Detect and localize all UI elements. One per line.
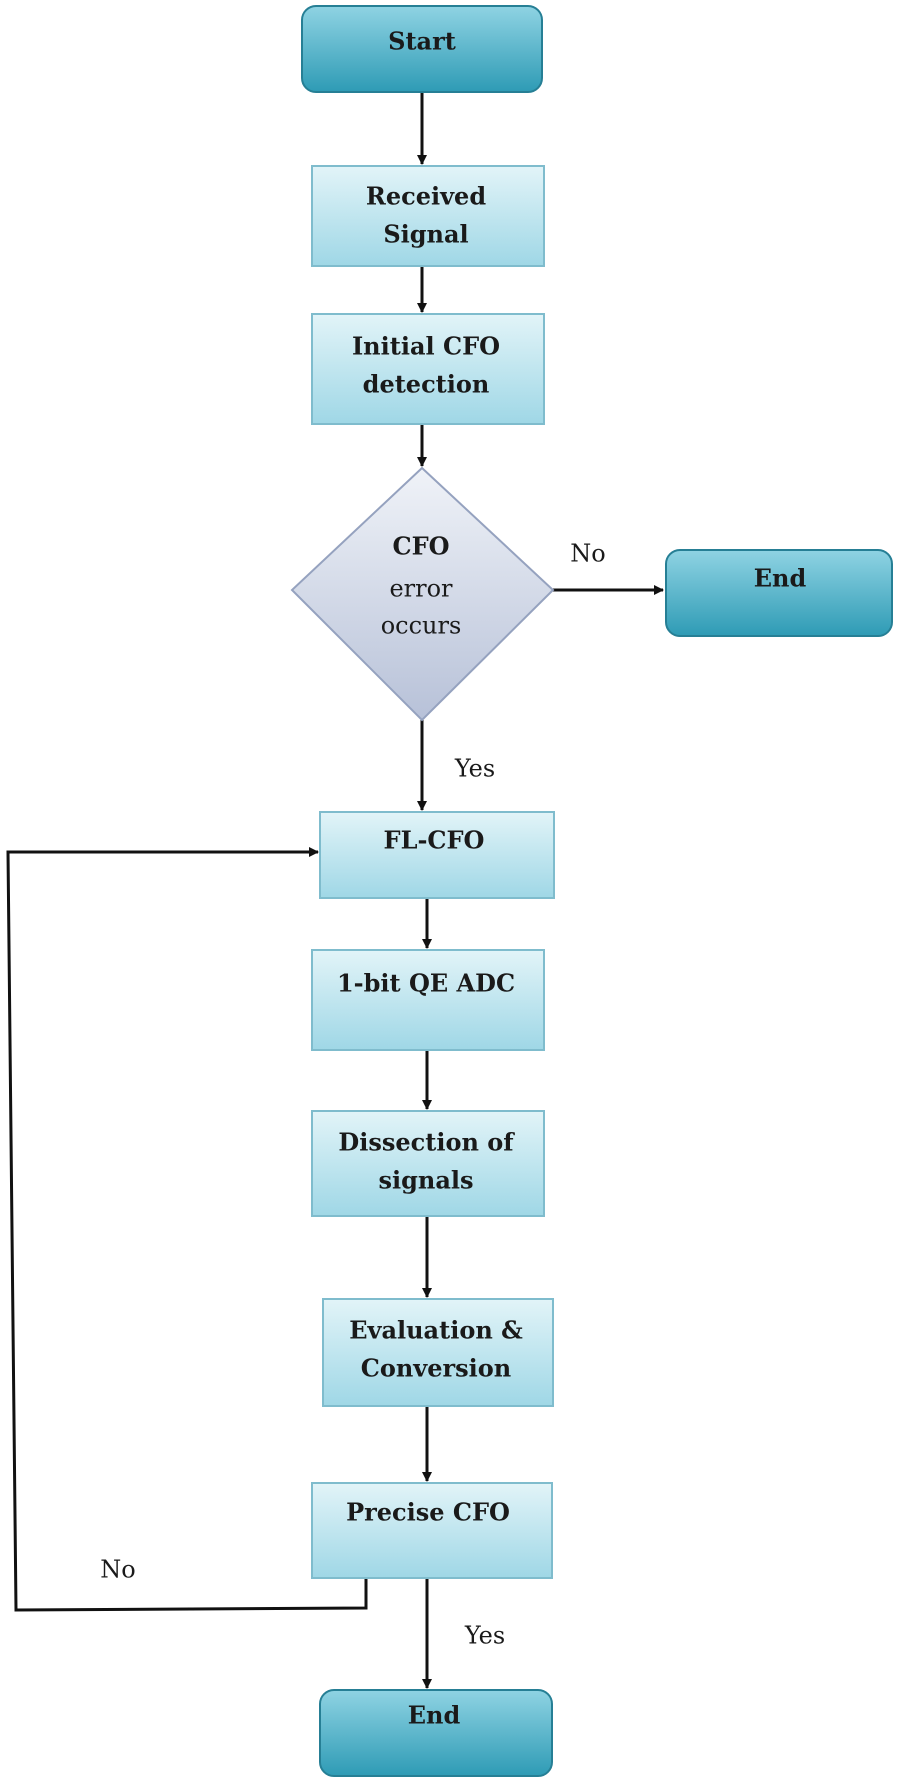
- edge-precise-loop-back: [6, 847, 368, 1612]
- node-start: Start: [301, 5, 543, 93]
- evaluation-line1: Evaluation &: [349, 1316, 523, 1345]
- node-evaluation: Evaluation & Conversion: [322, 1298, 554, 1407]
- precise-cfo-label: Precise CFO: [346, 1498, 510, 1527]
- process-shape: [322, 1298, 554, 1407]
- decision-line3: occurs: [381, 612, 462, 640]
- node-initial-cfo: Initial CFO detection: [311, 313, 545, 425]
- process-shape: [311, 313, 545, 425]
- terminal-shape: [301, 5, 543, 93]
- node-decision-cfo-error: CFO error occurs: [290, 466, 555, 722]
- process-shape: [311, 1482, 553, 1579]
- received-signal-line1: Received: [366, 182, 486, 211]
- fl-cfo-label: FL-CFO: [384, 826, 485, 855]
- received-signal-line2: Signal: [383, 220, 468, 249]
- process-shape: [311, 949, 545, 1051]
- evaluation-line2: Conversion: [361, 1354, 512, 1383]
- terminal-shape: [665, 549, 893, 637]
- end-right-label: End: [754, 564, 807, 593]
- node-end-right: End: [665, 549, 893, 637]
- dissection-line2: signals: [378, 1166, 473, 1195]
- decision-shape: [290, 466, 555, 722]
- node-precise-cfo: Precise CFO: [311, 1482, 553, 1579]
- decision-line1: CFO: [392, 532, 449, 561]
- initial-cfo-line1: Initial CFO: [352, 332, 500, 361]
- node-end-bottom: End: [319, 1689, 553, 1777]
- process-shape: [319, 811, 555, 899]
- node-fl-cfo: FL-CFO: [319, 811, 555, 899]
- dissection-line1: Dissection of: [338, 1128, 515, 1157]
- edges: [6, 92, 664, 1689]
- edge-label-decision-yes: Yes: [454, 755, 495, 783]
- edge-label-precise-yes: Yes: [464, 1622, 505, 1650]
- edge-label-decision-no: No: [570, 540, 605, 568]
- node-adc: 1-bit QE ADC: [311, 949, 545, 1051]
- edge-label-precise-no: No: [100, 1556, 135, 1584]
- start-label: Start: [388, 27, 456, 56]
- terminal-shape: [319, 1689, 553, 1777]
- adc-label: 1-bit QE ADC: [337, 969, 515, 998]
- node-dissection: Dissection of signals: [311, 1110, 545, 1217]
- node-received-signal: Received Signal: [311, 165, 545, 267]
- end-bottom-label: End: [408, 1701, 461, 1730]
- process-shape: [311, 165, 545, 267]
- initial-cfo-line2: detection: [363, 370, 490, 399]
- process-shape: [311, 1110, 545, 1217]
- decision-line2: error: [389, 575, 453, 603]
